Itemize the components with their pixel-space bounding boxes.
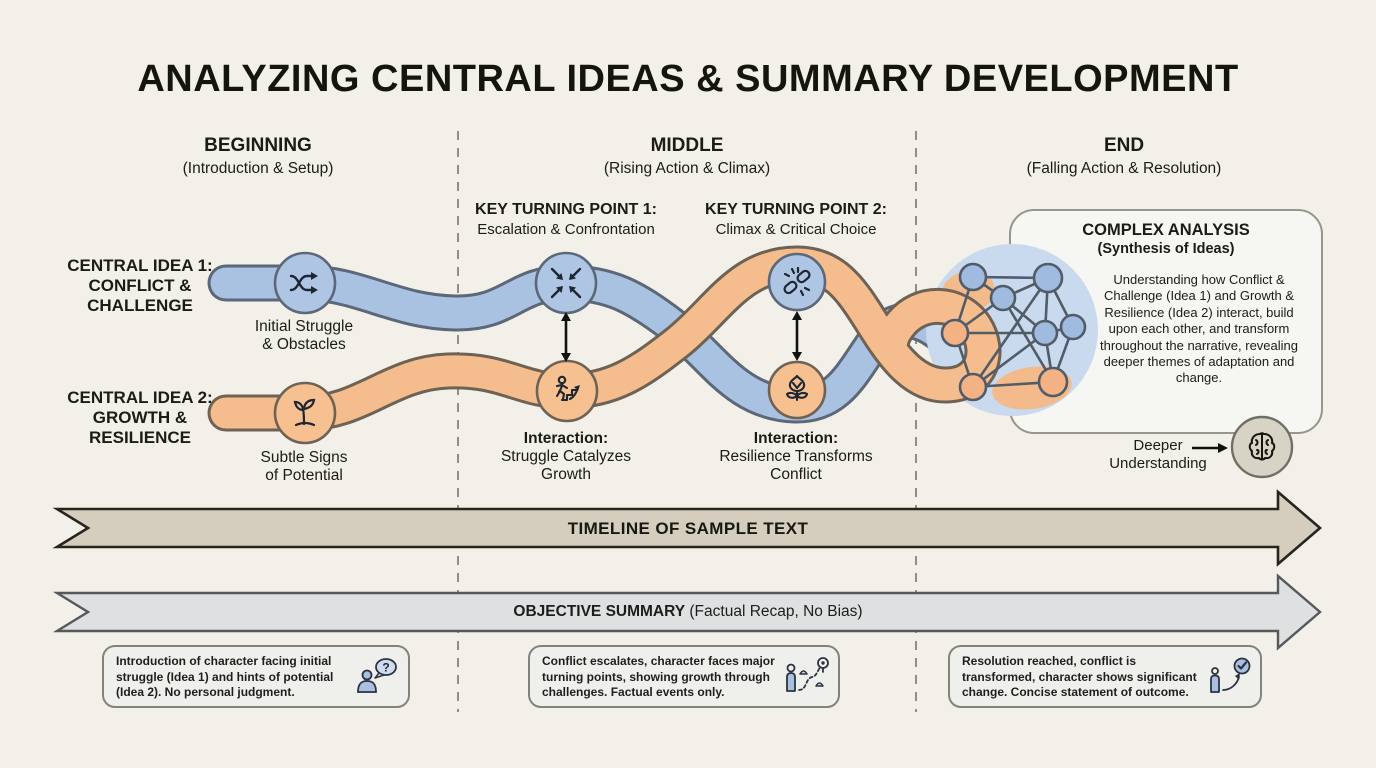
idea-line: RESILIENCE: [88, 428, 192, 447]
broken-chain-icon: [783, 266, 811, 297]
network-nodes: [940, 262, 1087, 402]
timeline-banner-label: TIMELINE OF SAMPLE TEXT: [567, 519, 809, 538]
column-header-end: END (Falling Action & Resolution): [974, 135, 1274, 178]
timeline-banner: [52, 489, 1322, 567]
column-header-beginning: BEGINNING (Introduction & Setup): [108, 135, 408, 178]
interaction-title: Interaction:: [523, 430, 609, 447]
person-journey-icon: [786, 656, 829, 692]
interaction-1-caption: Interaction: Struggle Catalyzes Growth: [461, 430, 671, 484]
caption-line: of Potential: [265, 467, 343, 484]
column-label: MIDDLE: [650, 135, 724, 156]
question-glyph: ?: [382, 660, 389, 674]
column-header-middle: MIDDLE (Rising Action & Climax): [537, 135, 837, 178]
turning-point-1-bottom-node: [535, 359, 599, 423]
growth-ribbon: [207, 245, 1002, 432]
column-sublabel: (Rising Action & Climax): [603, 160, 771, 177]
interaction-title: Interaction:: [753, 430, 839, 447]
initial-struggle-caption: Initial Struggle & Obstacles: [219, 318, 389, 354]
key-turning-point-2-header: KEY TURNING POINT 2: Climax & Critical C…: [656, 201, 936, 238]
turning-point-1-top-node: [534, 251, 598, 315]
subtle-signs-node: [273, 381, 337, 445]
objective-summary-banner-label: OBJECTIVE SUMMARY (Factual Recap, No Bia…: [0, 603, 1376, 621]
column-sublabel: (Falling Action & Resolution): [1026, 160, 1222, 177]
page-title: ANALYZING CENTRAL IDEAS & SUMMARY DEVELO…: [137, 58, 1239, 100]
deeper-understanding-label: Deeper Understanding: [1098, 437, 1218, 473]
interaction-arrow-1: [561, 312, 571, 362]
idea-line: CONFLICT &: [88, 276, 192, 295]
sprout-icon: [293, 398, 316, 427]
interaction-2-caption: Interaction: Resilience Transforms Confl…: [691, 430, 901, 484]
turning-point-2-top-node: [767, 252, 827, 312]
idea-line: CENTRAL IDEA 2:: [67, 388, 213, 407]
deeper-understanding-arrow: [1192, 443, 1228, 453]
interaction-line: Growth: [541, 466, 591, 483]
ktp-label: KEY TURNING POINT 2:: [705, 201, 887, 218]
complex-analysis-title-line: COMPLEX ANALYSIS: [1082, 221, 1250, 239]
idea-line: CENTRAL IDEA 1:: [67, 256, 213, 275]
initial-struggle-node: [273, 251, 337, 315]
person-check-icon: [1210, 657, 1251, 693]
summary-box-end: Resolution reached, conflict is transfor…: [948, 645, 1262, 708]
objective-summary-banner: [52, 573, 1322, 651]
network-synthesis-icon: [940, 262, 1087, 402]
column-label: BEGINNING: [204, 135, 312, 156]
ktp-sublabel: Escalation & Confrontation: [477, 221, 655, 238]
interaction-arrow-2: [792, 311, 802, 361]
ktp-label: KEY TURNING POINT 1:: [475, 201, 657, 218]
objective-summary-bold: OBJECTIVE SUMMARY: [513, 603, 686, 620]
converging-arrows-icon: [550, 267, 582, 299]
caption-line: Initial Struggle: [254, 318, 354, 335]
caption-line: & Obstacles: [262, 336, 346, 353]
caption-line: Subtle Signs: [260, 449, 348, 466]
ktp-sublabel: Climax & Critical Choice: [715, 221, 877, 238]
brain-icon: [1248, 432, 1276, 461]
interaction-line: Resilience Transforms: [719, 448, 873, 465]
column-sublabel: (Introduction & Setup): [182, 160, 334, 177]
interaction-line: Conflict: [770, 466, 822, 483]
idea-line: CHALLENGE: [87, 296, 193, 315]
complex-analysis-subtitle: (Synthesis of Ideas): [1097, 241, 1235, 257]
shuffle-arrows-icon: [289, 272, 318, 294]
central-idea-1-label: CENTRAL IDEA 1: CONFLICT & CHALLENGE: [30, 256, 250, 316]
subtle-signs-caption: Subtle Signs of Potential: [219, 449, 389, 485]
summary-text: Resolution reached, conflict is transfor…: [962, 654, 1197, 700]
interaction-line: Struggle Catalyzes: [500, 448, 632, 465]
person-question-icon: ?: [357, 657, 397, 693]
complex-analysis-body: Understanding how Conflict & Challenge (…: [1099, 272, 1298, 386]
deeper-line: Deeper: [1133, 437, 1183, 454]
key-turning-point-1-header: KEY TURNING POINT 1: Escalation & Confro…: [426, 201, 706, 238]
central-idea-2-label: CENTRAL IDEA 2: GROWTH & RESILIENCE: [30, 388, 250, 448]
summary-box-middle: Conflict escalates, character faces majo…: [528, 645, 840, 708]
summary-text: Conflict escalates, character faces majo…: [542, 654, 775, 700]
flower-icon: [785, 374, 809, 402]
idea-line: GROWTH &: [92, 408, 188, 427]
person-climbing-icon: [555, 375, 580, 402]
deeper-line: Understanding: [1109, 455, 1207, 472]
complex-analysis-title: COMPLEX ANALYSIS (Synthesis of Ideas): [1012, 221, 1320, 259]
objective-summary-rest: (Factual Recap, No Bias): [685, 603, 863, 620]
summary-box-beginning: Introduction of character facing initial…: [102, 645, 410, 708]
summary-text: Introduction of character facing initial…: [116, 654, 334, 700]
column-label: END: [1103, 135, 1145, 156]
